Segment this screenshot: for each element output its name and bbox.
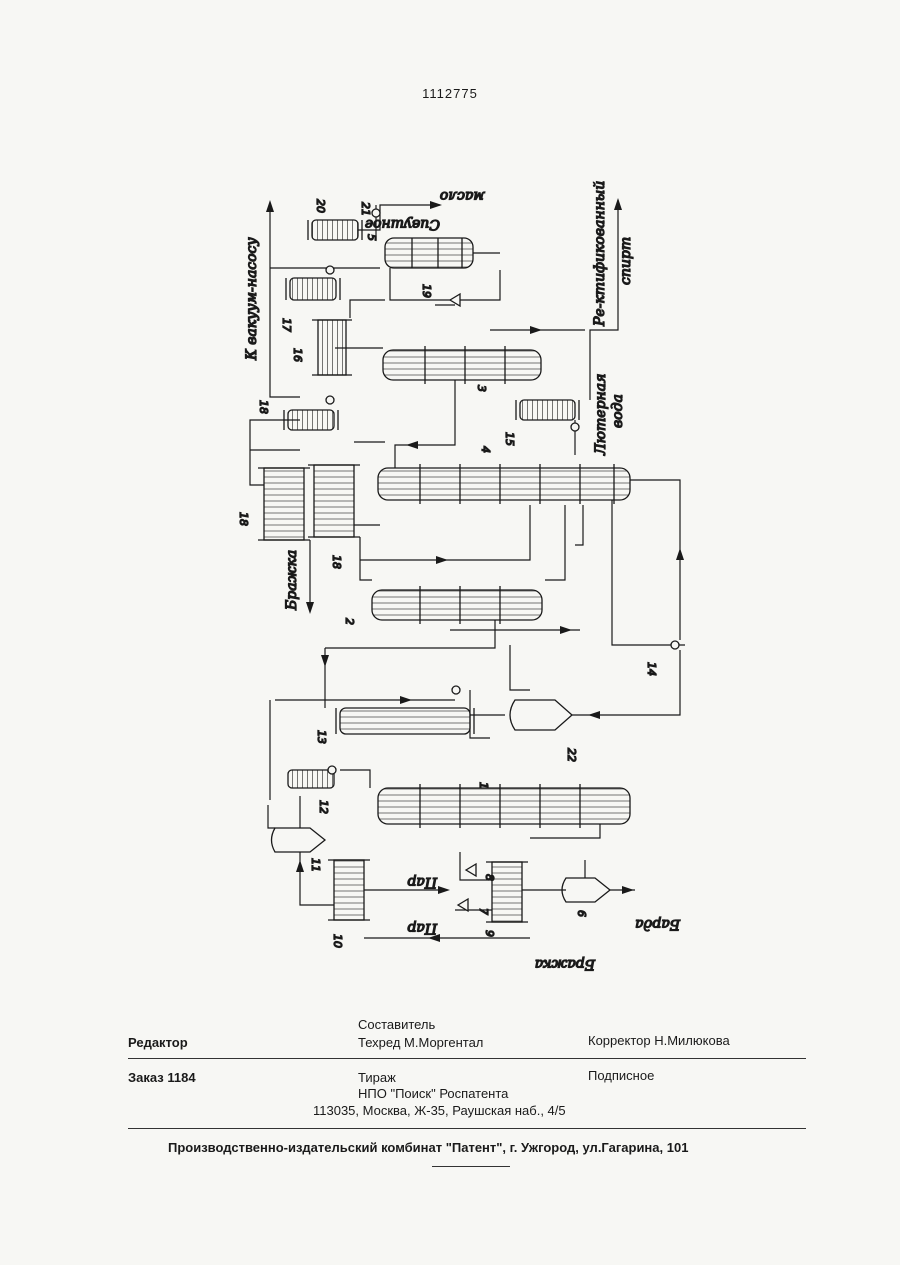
compiler-label: Составитель xyxy=(358,1017,435,1032)
order-label: Заказ 1184 xyxy=(128,1070,196,1085)
divider-top xyxy=(128,1058,806,1059)
editor-label: Редактор xyxy=(128,1035,188,1050)
npo-label: НПО "Поиск" Роспатента xyxy=(358,1086,508,1101)
end-rule xyxy=(432,1166,510,1167)
techred-label: Техред М.Моргентал xyxy=(358,1035,483,1050)
corrector-label: Корректор Н.Милюкова xyxy=(588,1033,730,1048)
subscription-label: Подписное xyxy=(588,1068,654,1083)
address-label: 113035, Москва, Ж-35, Раушская наб., 4/5 xyxy=(313,1103,566,1118)
publisher-label: Производственно-издательский комбинат "П… xyxy=(168,1140,688,1155)
circulation-label: Тираж xyxy=(358,1070,396,1085)
divider-bottom xyxy=(128,1128,806,1129)
